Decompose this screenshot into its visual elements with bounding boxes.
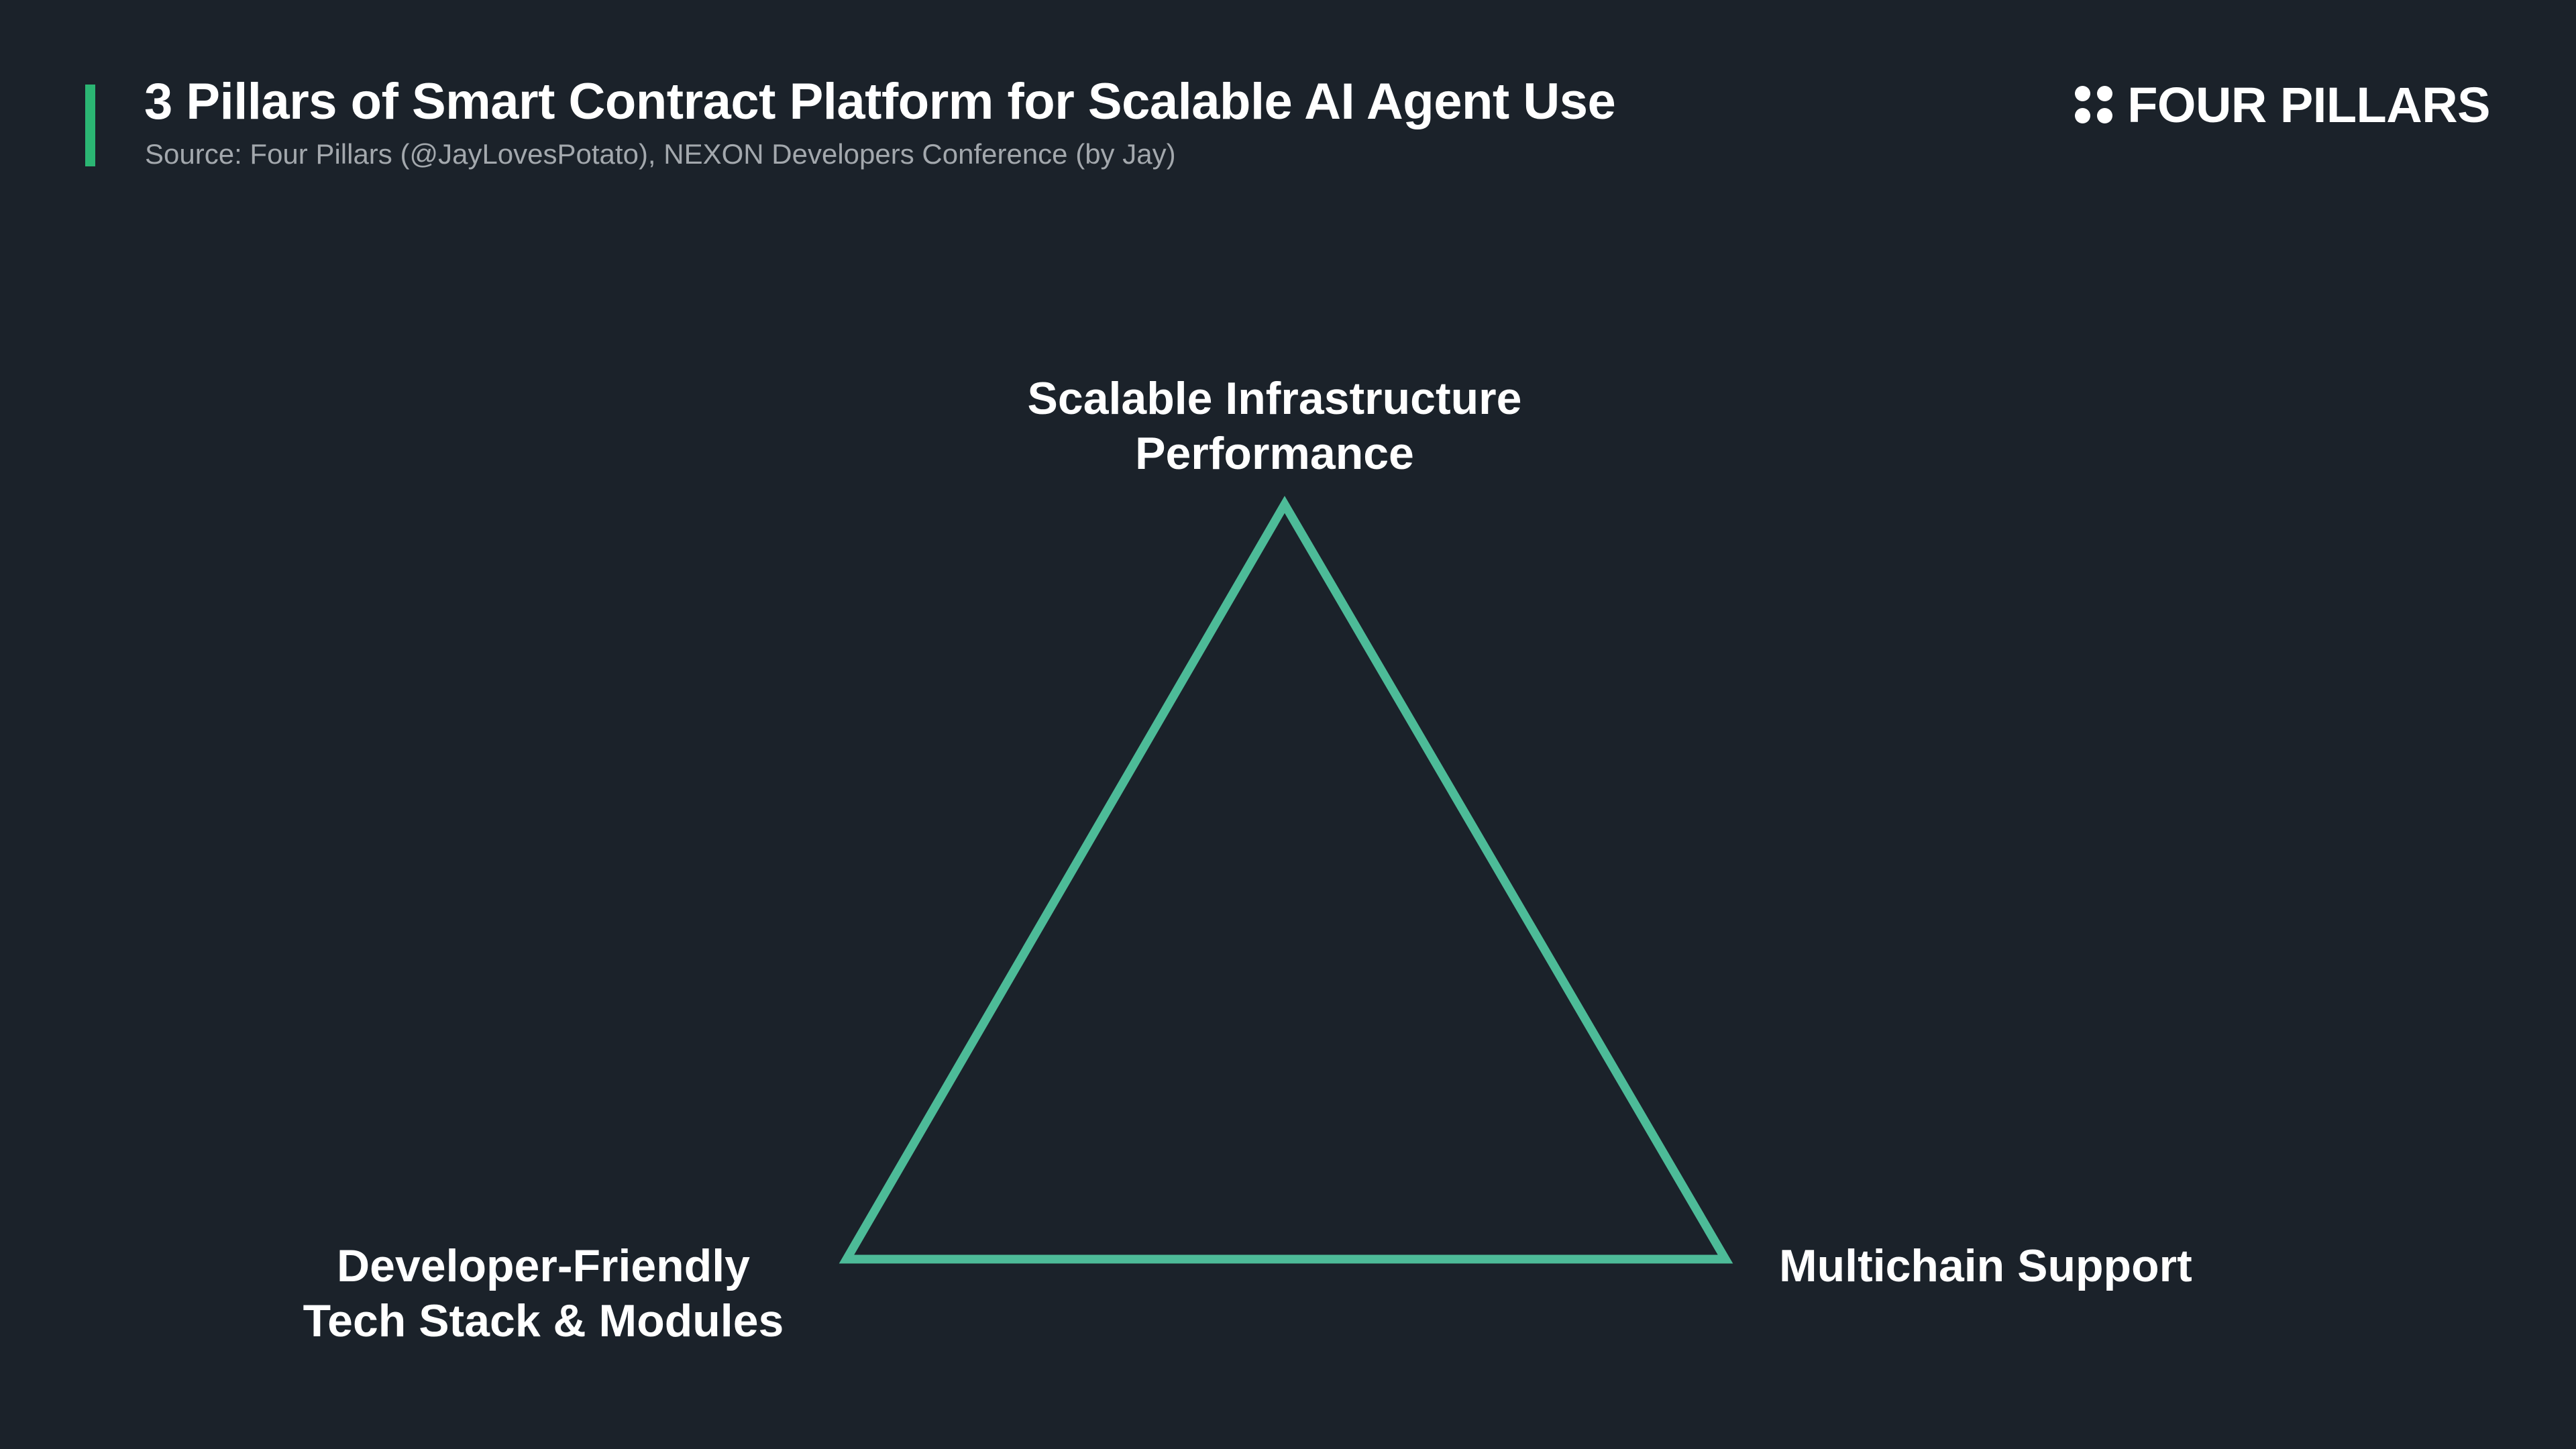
- page-title: 3 Pillars of Smart Contract Platform for…: [144, 73, 1616, 130]
- pillar-label-bottom-left-line1: Developer-Friendly: [337, 1240, 750, 1291]
- triangle-outline: [839, 496, 1733, 1264]
- title-accent-bar: [85, 85, 95, 166]
- pillar-label-top-line1: Scalable Infrastructure: [1027, 373, 1522, 424]
- pillar-label-bottom-right-line1: Multichain Support: [1779, 1240, 2192, 1291]
- pillar-label-top-line2: Performance: [1135, 428, 1414, 479]
- source-caption: Source: Four Pillars (@JayLovesPotato), …: [145, 138, 1176, 170]
- brand-name: FOUR PILLARS: [2127, 76, 2490, 133]
- pillar-label-bottom-right: Multichain Support: [1779, 1238, 2192, 1293]
- pillar-label-bottom-left: Developer-Friendly Tech Stack & Modules: [208, 1238, 879, 1348]
- pillar-label-top: Scalable Infrastructure Performance: [939, 371, 1610, 481]
- brand-logo: FOUR PILLARS: [2075, 74, 2490, 136]
- pillar-label-bottom-left-line2: Tech Stack & Modules: [303, 1295, 784, 1346]
- four-dots-icon: [2075, 86, 2113, 123]
